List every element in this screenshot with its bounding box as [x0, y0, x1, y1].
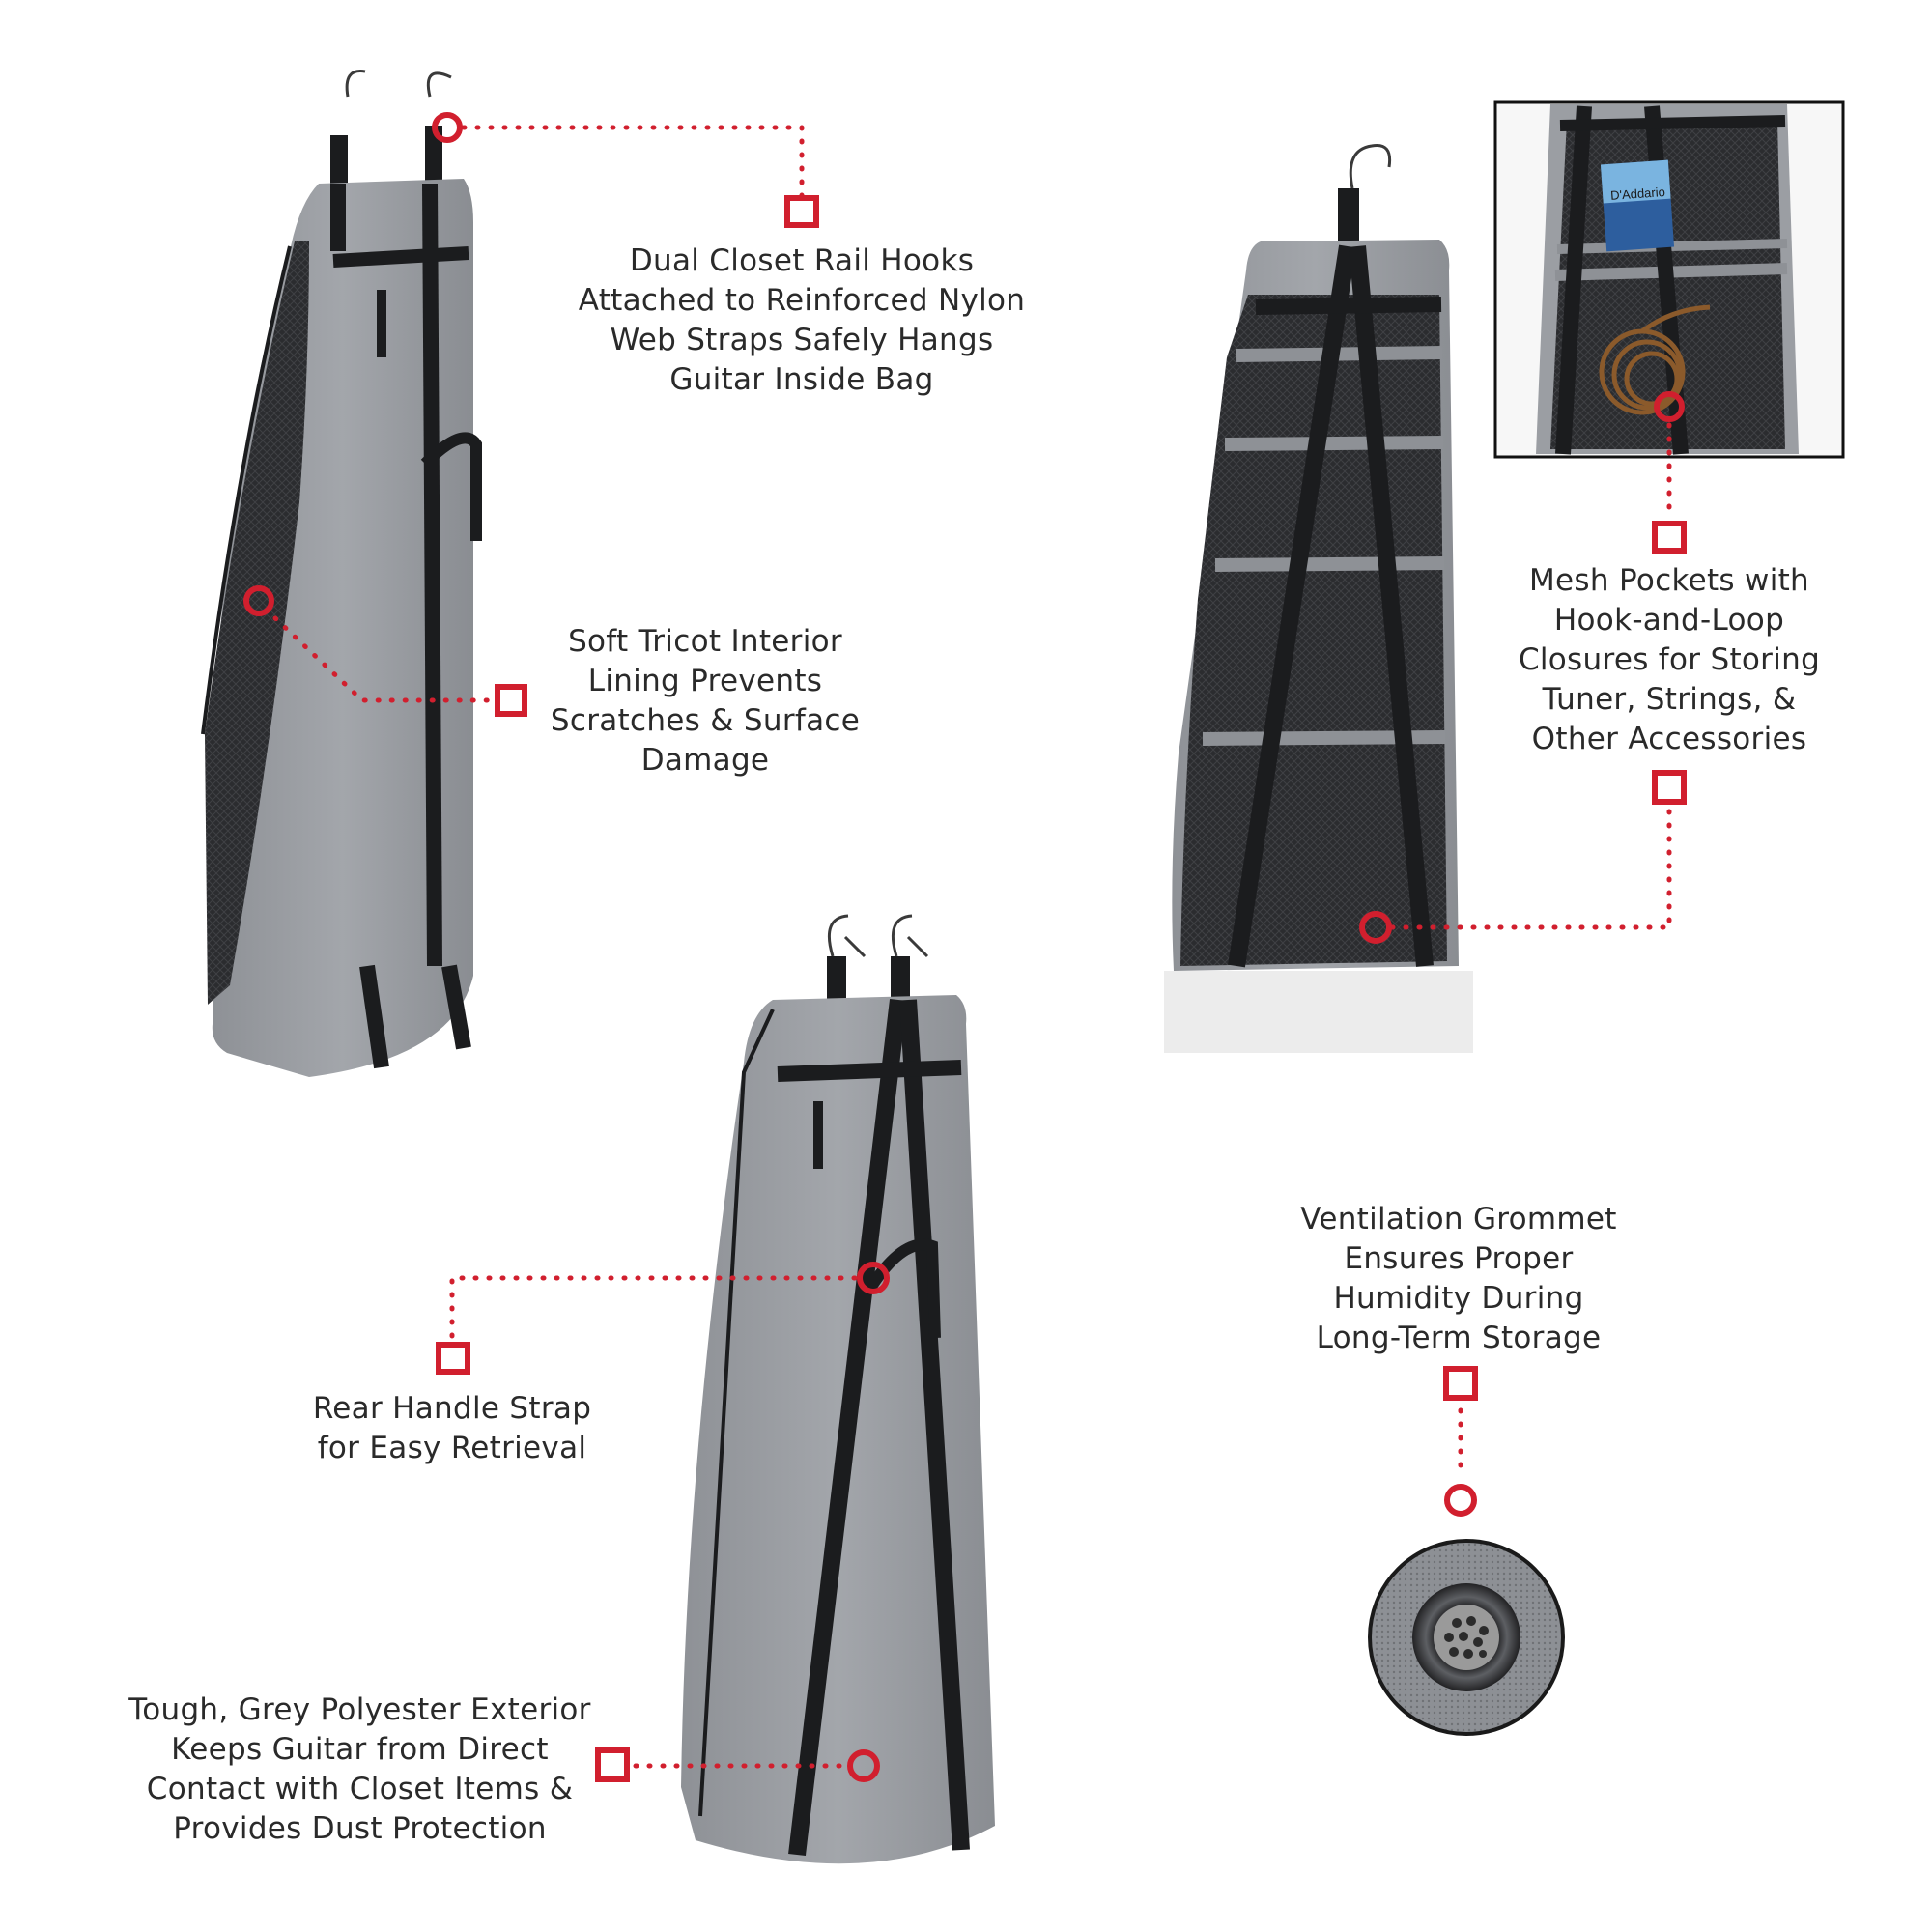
- brand-label: [813, 1101, 823, 1169]
- closet-hook: [828, 914, 867, 958]
- floor-shadow: [1164, 971, 1473, 1053]
- caption-line: Provides Dust Protection: [173, 1811, 547, 1846]
- closet-hook: [426, 71, 452, 98]
- caption-mesh-pockets: Mesh Pockets with Hook-and-Loop Closures…: [1505, 561, 1833, 759]
- rear-handle: [420, 432, 482, 541]
- web-strap: [777, 1060, 962, 1082]
- callout-circle-pocket-base: [1359, 911, 1392, 944]
- caption-rear-handle: Rear Handle Strap for Easy Retrieval: [298, 1389, 607, 1468]
- closet-hook: [1349, 143, 1392, 189]
- caption-line: Tuner, Strings, &: [1542, 682, 1797, 717]
- leader-handle: [449, 1275, 858, 1344]
- grommet-holes: [1444, 1616, 1489, 1659]
- callout-markers: [243, 112, 1687, 1782]
- callout-square-grommet: [1443, 1366, 1478, 1401]
- closet-hook: [892, 914, 929, 958]
- caption-line: Soft Tricot Interior: [568, 624, 842, 659]
- leader-pockets-bottom: [1388, 809, 1672, 930]
- callout-circle-exterior: [847, 1749, 880, 1782]
- caption-ventilation-grommet: Ventilation Grommet Ensures Proper Humid…: [1290, 1200, 1628, 1358]
- callout-circle-handle: [857, 1262, 890, 1294]
- web-strap: [359, 964, 389, 1069]
- web-strap: [1228, 244, 1356, 968]
- hook-strap: [891, 956, 910, 1000]
- web-strap: [899, 999, 970, 1851]
- callout-circle-lining: [243, 585, 274, 616]
- caption-line: Mesh Pockets with: [1528, 563, 1810, 598]
- caption-line: Other Accessories: [1531, 722, 1807, 756]
- callout-square-hooks: [784, 195, 819, 228]
- callout-square-pockets-top: [1652, 521, 1687, 554]
- callout-circle-hooks: [432, 112, 463, 143]
- callout-square-exterior: [595, 1747, 630, 1782]
- caption-line: Scratches & Surface: [550, 703, 861, 738]
- caption-line: Tough, Grey Polyester Exterior: [128, 1692, 591, 1727]
- hook-strap: [330, 135, 348, 184]
- hook-strap: [1338, 188, 1359, 246]
- zipper: [698, 1009, 775, 1817]
- caption-line: Guitar Inside Bag: [669, 362, 934, 397]
- caption-line: Damage: [640, 743, 770, 778]
- leader-lining: [272, 615, 500, 703]
- caption-line: Ensures Proper: [1344, 1241, 1574, 1276]
- leader-hooks: [461, 125, 805, 201]
- bag-rear-pockets: [1164, 143, 1473, 1053]
- caption-line: Long-Term Storage: [1316, 1321, 1602, 1355]
- caption-polyester-exterior: Tough, Grey Polyester Exterior Keeps Gui…: [126, 1690, 594, 1849]
- hook-strap: [827, 956, 846, 1000]
- rear-handle: [864, 1238, 941, 1339]
- pack-label: D'Addario: [1610, 185, 1666, 203]
- caption-line: Keeps Guitar from Direct: [171, 1732, 549, 1767]
- brand-label: [377, 290, 386, 357]
- caption-closet-hooks: Dual Closet Rail Hooks Attached to Reinf…: [551, 242, 1053, 400]
- inset-frame: [1493, 100, 1845, 459]
- leader-lines: [272, 125, 1672, 1769]
- caption-line: Closures for Storing: [1518, 642, 1821, 677]
- web-strap: [422, 183, 442, 967]
- caption-tricot-lining: Soft Tricot Interior Lining Prevents Scr…: [536, 622, 874, 781]
- caption-line: Hook-and-Loop: [1553, 603, 1785, 638]
- inset-pocket-detail: D'Addario: [1493, 100, 1845, 459]
- bag-rear-handle: [681, 914, 995, 1864]
- caption-line: Attached to Reinforced Nylon: [578, 283, 1026, 318]
- web-strap: [1349, 245, 1434, 967]
- caption-line: Contact with Closet Items &: [146, 1772, 574, 1806]
- bag-open-front: [201, 70, 482, 1077]
- web-strap: [1255, 297, 1442, 315]
- tricot-lining: [205, 242, 309, 1005]
- caption-line: for Easy Retrieval: [317, 1431, 587, 1465]
- caption-line: Web Straps Safely Hangs: [610, 323, 994, 357]
- web-strap: [441, 964, 471, 1050]
- callout-circle-pockets: [1654, 391, 1685, 422]
- web-strap: [332, 246, 469, 268]
- web-strap: [788, 998, 907, 1857]
- callout-square-lining: [495, 684, 527, 717]
- callout-square-pockets-bottom: [1652, 770, 1687, 805]
- hook-strap: [425, 126, 442, 184]
- caption-line: Ventilation Grommet: [1300, 1202, 1617, 1236]
- grommet-closeup: [1368, 1539, 1565, 1736]
- caption-line: Humidity During: [1333, 1281, 1584, 1316]
- callout-square-handle: [436, 1342, 470, 1375]
- coiled-cable: [1599, 304, 1711, 415]
- caption-line: Rear Handle Strap: [312, 1391, 592, 1426]
- closet-hook: [345, 70, 366, 98]
- caption-line: Lining Prevents: [587, 664, 823, 698]
- caption-line: Dual Closet Rail Hooks: [629, 243, 975, 278]
- callout-circle-grommet: [1444, 1484, 1477, 1517]
